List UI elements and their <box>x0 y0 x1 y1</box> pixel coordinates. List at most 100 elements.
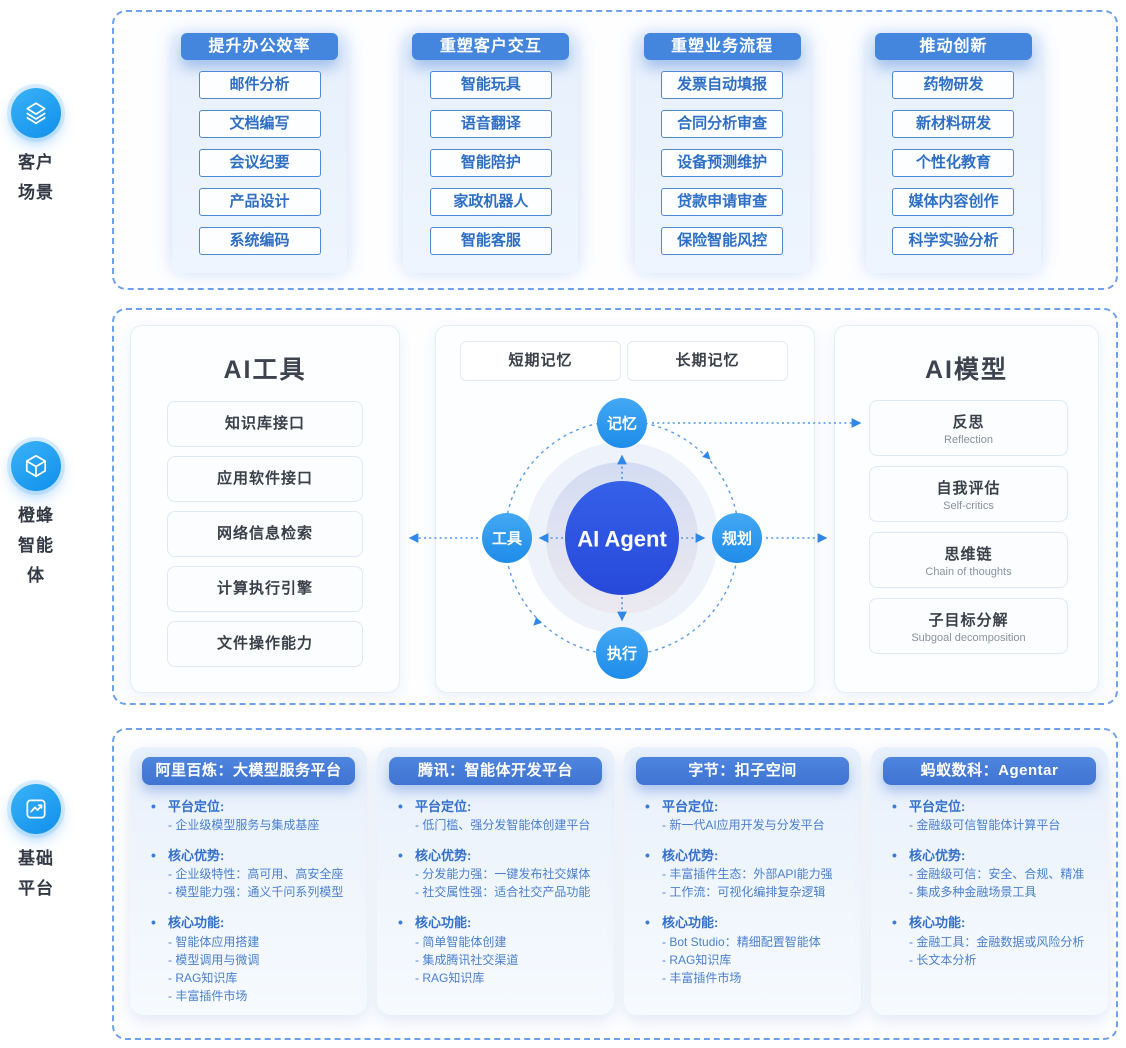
platform-line: - 集成腾讯社交渠道 <box>415 952 519 967</box>
platform-line: - 企业级模型服务与集成基座 <box>168 818 320 833</box>
platform-card-section: 核心优势: - 金融级可信：安全、合规、精准 - 集成多种金融场景工具 <box>883 846 1096 901</box>
tool-item: 应用软件接口 <box>167 456 363 502</box>
platform-card-ant: 蚂蚁数科：Agentar 平台定位: - 金融级可信智能体计算平台 核心优势: … <box>871 747 1108 1015</box>
platform-line: - 丰富插件生态：外部API能力强 <box>662 867 833 882</box>
platform-section-title: 平台定位: <box>142 797 355 817</box>
model-item: 子目标分解 Subgoal decomposition <box>869 598 1068 654</box>
scenario-column-header: 重塑业务流程 <box>643 33 801 60</box>
scenario-item: 会议纪要 <box>198 149 321 177</box>
scenario-item: 合同分析审查 <box>661 110 784 138</box>
platform-card-section: 核心优势: - 丰富插件生态：外部API能力强 - 工作流：可视化编排复杂逻辑 <box>636 846 849 901</box>
scenario-column-office: 提升办公效率 邮件分析 文档编写 会议纪要 产品设计 系统编码 <box>172 33 347 273</box>
long-term-memory-box: 长期记忆 <box>627 341 788 381</box>
model-item-zh: 自我评估 <box>936 479 1001 497</box>
platform-card-tencent: 腾讯：智能体开发平台 平台定位: - 低门槛、强分发智能体创建平台 核心优势: … <box>377 747 614 1015</box>
scenario-item: 文档编写 <box>198 110 321 138</box>
platform-line: - RAG知识库 <box>662 952 732 967</box>
platform-line: - 模型调用与微调 <box>168 952 260 967</box>
platform-line: - 金融级可信：安全、合规、精准 <box>909 867 1085 882</box>
scenario-item: 系统编码 <box>198 227 321 255</box>
scenario-item: 新材料研发 <box>892 110 1015 138</box>
platform-section-title: 平台定位: <box>883 797 1096 817</box>
chart-icon <box>11 784 61 834</box>
platform-card-header: 蚂蚁数科：Agentar <box>883 757 1096 785</box>
platform-line: - 丰富插件市场 <box>662 970 742 985</box>
scenario-column-header: 推动创新 <box>874 33 1032 60</box>
rail-group-agent: 橙蜂智能体 <box>6 441 66 590</box>
rail-group-platforms: 基础平台 <box>6 784 66 904</box>
platform-line: - 模型能力强：通义千问系列模型 <box>168 885 344 900</box>
model-item-en: Subgoal decomposition <box>911 631 1026 644</box>
scenario-item: 语音翻译 <box>429 110 552 138</box>
platform-section-title: 核心优势: <box>636 846 849 866</box>
tool-item: 网络信息检索 <box>167 511 363 557</box>
platform-line: - 长文本分析 <box>909 952 977 967</box>
scenario-item: 个性化教育 <box>892 149 1015 177</box>
ai-tools-title: AI工具 <box>223 356 307 384</box>
tool-item: 计算执行引擎 <box>167 566 363 612</box>
platform-section-title: 核心功能: <box>389 913 602 933</box>
scenario-column-header: 提升办公效率 <box>181 33 338 60</box>
platform-line: - 简单智能体创建 <box>415 934 507 949</box>
layers-icon <box>11 88 61 138</box>
platform-section-title: 核心功能: <box>142 913 355 933</box>
scenario-item: 邮件分析 <box>198 71 321 99</box>
scenario-item: 保险智能风控 <box>661 227 784 255</box>
model-item-zh: 子目标分解 <box>928 611 1009 629</box>
scenario-column-header: 重塑客户交互 <box>412 33 570 60</box>
model-item-zh: 反思 <box>952 413 985 431</box>
ai-models-panel: AI模型 反思 Reflection 自我评估 Self-critics 思维链… <box>834 325 1099 693</box>
customer-scenarios-section: 提升办公效率 邮件分析 文档编写 会议纪要 产品设计 系统编码 重塑客户交互 智… <box>112 10 1118 290</box>
platform-card-bytedance: 字节：扣子空间 平台定位: - 新一代AI应用开发与分发平台 核心优势: - 丰… <box>624 747 861 1015</box>
rail-label-agent: 橙蜂智能体 <box>18 506 54 585</box>
platform-card-section: 平台定位: - 企业级模型服务与集成基座 <box>142 797 355 834</box>
model-item: 思维链 Chain of thoughts <box>869 532 1068 588</box>
platform-card-section: 核心优势: - 企业级特性：高可用、高安全座 - 模型能力强：通义千问系列模型 <box>142 846 355 901</box>
cube-icon <box>11 441 61 491</box>
scenario-item: 贷款申请审查 <box>661 188 784 216</box>
platform-card-header: 阿里百炼：大模型服务平台 <box>142 757 355 785</box>
model-item-en: Reflection <box>944 433 993 446</box>
platform-line: - 工作流：可视化编排复杂逻辑 <box>662 885 826 900</box>
platform-line: - Bot Studio：精细配置智能体 <box>662 934 821 949</box>
scenario-column-customer: 重塑客户交互 智能玩具 语音翻译 智能陪护 家政机器人 智能客服 <box>403 33 579 273</box>
platform-line: - 金融工具：金融数据或风险分析 <box>909 934 1085 949</box>
platform-section-title: 核心功能: <box>636 913 849 933</box>
scenario-item: 智能陪护 <box>429 149 552 177</box>
platform-line: - 新一代AI应用开发与分发平台 <box>662 818 825 833</box>
platform-line: - 丰富插件市场 <box>168 988 248 1003</box>
agent-section: AI工具 知识库接口 应用软件接口 网络信息检索 计算执行引擎 文件操作能力 短… <box>112 308 1118 705</box>
scenario-item: 智能客服 <box>429 227 552 255</box>
scenario-item: 媒体内容创作 <box>892 188 1015 216</box>
platform-section-title: 核心功能: <box>883 913 1096 933</box>
rail-label-platforms: 基础平台 <box>18 849 54 898</box>
platform-card-section: 平台定位: - 低门槛、强分发智能体创建平台 <box>389 797 602 834</box>
platform-line: - 企业级特性：高可用、高安全座 <box>168 867 344 882</box>
scenario-item: 药物研发 <box>892 71 1015 99</box>
platform-card-section: 核心优势: - 分发能力强：一键发布社交媒体 - 社交属性强：适合社交产品功能 <box>389 846 602 901</box>
model-item: 反思 Reflection <box>869 400 1068 456</box>
platform-card-header: 字节：扣子空间 <box>636 757 849 785</box>
platform-line: - RAG知识库 <box>415 970 485 985</box>
tool-item: 知识库接口 <box>167 401 363 447</box>
platform-card-section: 核心功能: - 简单智能体创建 - 集成腾讯社交渠道 - RAG知识库 <box>389 913 602 986</box>
ai-tools-panel: AI工具 知识库接口 应用软件接口 网络信息检索 计算执行引擎 文件操作能力 <box>130 325 400 693</box>
platform-card-section: 核心功能: - 金融工具：金融数据或风险分析 - 长文本分析 <box>883 913 1096 968</box>
platform-card-section: 平台定位: - 金融级可信智能体计算平台 <box>883 797 1096 834</box>
platform-section-title: 平台定位: <box>636 797 849 817</box>
platform-card-header: 腾讯：智能体开发平台 <box>389 757 602 785</box>
scenario-item: 家政机器人 <box>429 188 552 216</box>
platform-card-alibaba: 阿里百炼：大模型服务平台 平台定位: - 企业级模型服务与集成基座 核心优势: … <box>130 747 367 1015</box>
platforms-section: 阿里百炼：大模型服务平台 平台定位: - 企业级模型服务与集成基座 核心优势: … <box>112 728 1118 1040</box>
tool-item: 文件操作能力 <box>167 621 363 667</box>
platform-line: - 集成多种金融场景工具 <box>909 885 1037 900</box>
platform-card-section: 核心功能: - 智能体应用搭建 - 模型调用与微调 - RAG知识库 - 丰富插… <box>142 913 355 1004</box>
platform-section-title: 核心优势: <box>142 846 355 866</box>
platform-line: - RAG知识库 <box>168 970 238 985</box>
model-item-zh: 思维链 <box>944 545 993 563</box>
platform-line: - 智能体应用搭建 <box>168 934 260 949</box>
ai-models-title: AI模型 <box>924 356 1008 384</box>
platform-line: - 低门槛、强分发智能体创建平台 <box>415 818 591 833</box>
platform-card-section: 核心功能: - Bot Studio：精细配置智能体 - RAG知识库 - 丰富… <box>636 913 849 986</box>
